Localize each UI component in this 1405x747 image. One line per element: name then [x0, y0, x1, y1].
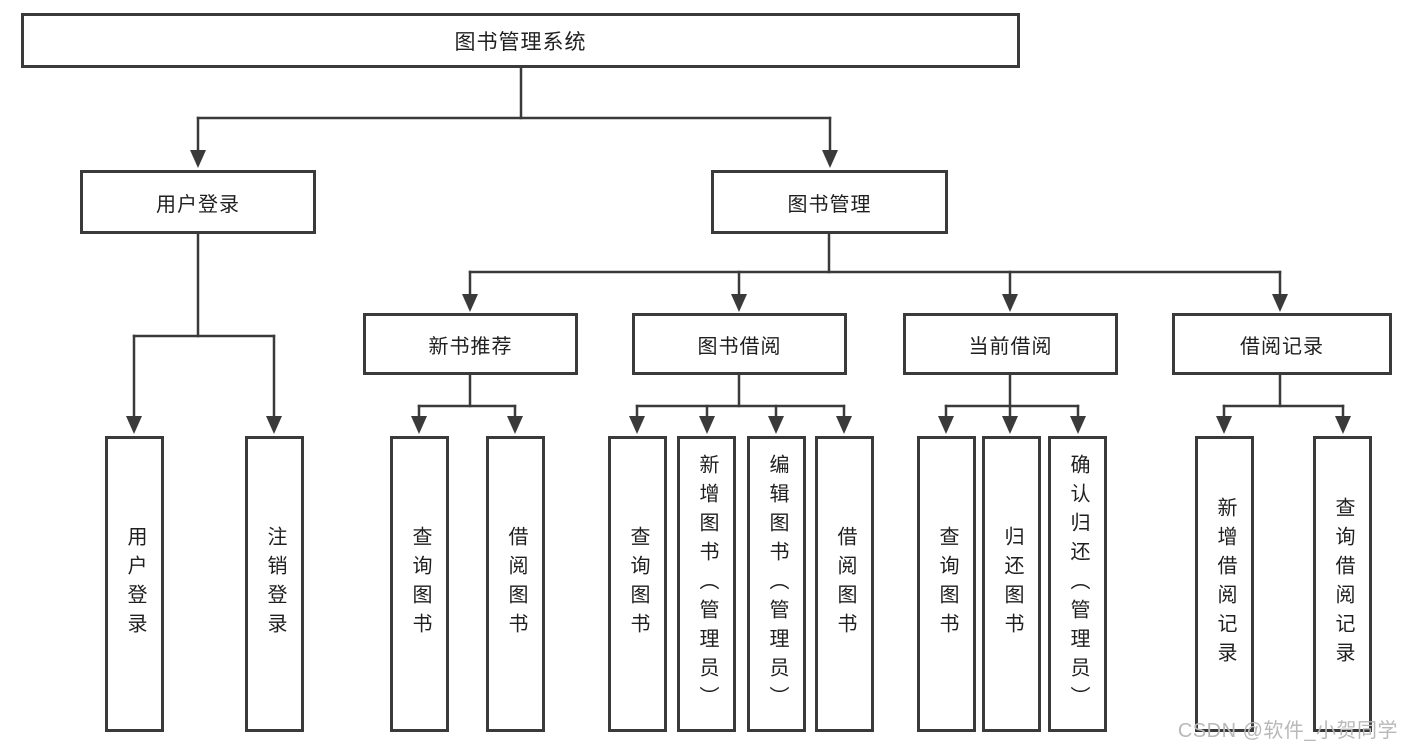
leaf-current-query-books: 查询图书: [917, 436, 976, 732]
leaf-record-query-borrow-record-label: 查询借阅记录: [1332, 497, 1354, 671]
leaf-logout: 注销登录: [245, 436, 304, 732]
leaf-borrow-add-books-admin: 新增图书（管理员）: [677, 436, 736, 732]
leaf-newbook-borrow-books: 借阅图书: [486, 436, 545, 732]
node-library-system-label: 图书管理系统: [454, 30, 587, 54]
leaf-borrow-edit-books-admin: 编辑图书（管理员）: [747, 436, 806, 732]
leaf-borrow-edit-books-admin-label: 编辑图书（管理员）: [766, 453, 788, 715]
leaf-newbook-query-books: 查询图书: [390, 436, 449, 732]
leaf-newbook-query-books-label: 查询图书: [409, 526, 431, 642]
node-current-borrow: 当前借阅: [903, 313, 1118, 375]
leaf-logout-label: 注销登录: [264, 526, 286, 642]
leaf-record-add-borrow-record: 新增借阅记录: [1195, 436, 1254, 732]
leaf-current-return-books-label: 归还图书: [1001, 526, 1023, 642]
connector-group: [126, 66, 1351, 434]
leaf-borrow-borrow-books-label: 借阅图书: [834, 526, 856, 642]
node-new-book-recommend: 新书推荐: [363, 313, 578, 375]
leaf-borrow-add-books-admin-label: 新增图书（管理员）: [696, 453, 718, 715]
leaf-user-login-label: 用户登录: [124, 526, 146, 642]
csdn-watermark: CSDN @软件_小贺同学: [1177, 720, 1398, 742]
node-current-borrow-label: 当前借阅: [968, 335, 1053, 358]
node-book-management-branch-label: 图书管理: [787, 193, 872, 216]
leaf-borrow-query-books-label: 查询图书: [627, 526, 649, 642]
leaf-record-query-borrow-record: 查询借阅记录: [1313, 436, 1372, 732]
node-borrow-record-label: 借阅记录: [1240, 335, 1324, 358]
leaf-current-confirm-return-admin: 确认归还（管理员）: [1048, 436, 1107, 732]
node-book-management-branch: 图书管理: [711, 170, 948, 234]
node-new-book-recommend-label: 新书推荐: [428, 335, 513, 358]
node-library-system: 图书管理系统: [21, 13, 1020, 68]
leaf-user-login: 用户登录: [105, 436, 164, 732]
node-borrow-record: 借阅记录: [1172, 313, 1392, 375]
leaf-current-confirm-return-admin-label: 确认归还（管理员）: [1067, 453, 1089, 715]
leaf-borrow-query-books: 查询图书: [608, 436, 667, 732]
node-user-login-branch-label: 用户登录: [156, 193, 240, 216]
node-book-borrow: 图书借阅: [632, 313, 847, 375]
leaf-record-add-borrow-record-label: 新增借阅记录: [1214, 497, 1236, 671]
node-book-borrow-label: 图书借阅: [697, 335, 782, 358]
node-user-login-branch: 用户登录: [80, 170, 316, 234]
leaf-borrow-borrow-books: 借阅图书: [815, 436, 874, 732]
leaf-current-query-books-label: 查询图书: [936, 526, 958, 642]
leaf-newbook-borrow-books-label: 借阅图书: [505, 526, 527, 642]
leaf-current-return-books: 归还图书: [982, 436, 1041, 732]
